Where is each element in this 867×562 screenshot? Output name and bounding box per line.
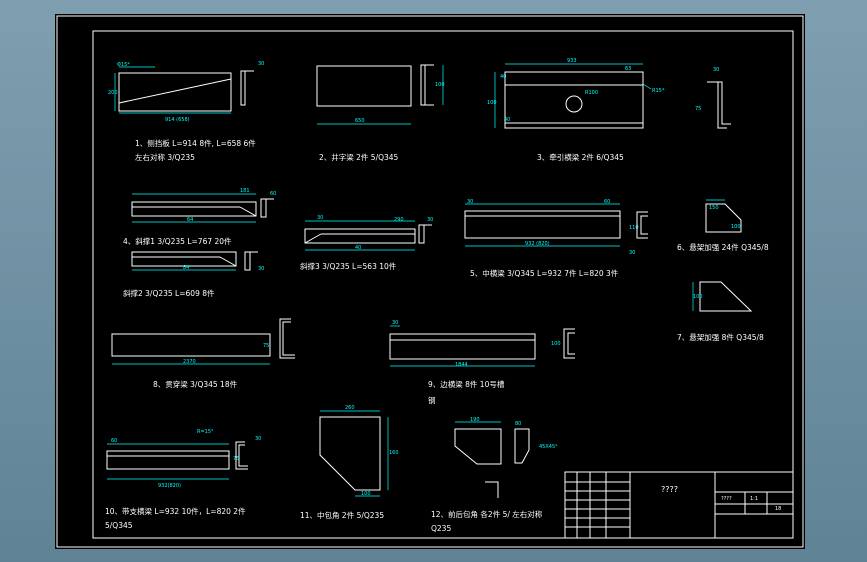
p11-dim-0: 260 bbox=[345, 405, 355, 411]
part-6-suspension-reinforce: 150 100 6、悬架加强 24件 Q345/8 bbox=[677, 199, 769, 252]
p3-dim-2: 40 bbox=[500, 74, 506, 80]
p-s3-dim-3: 30 bbox=[427, 217, 433, 223]
p4-dim-3: 84 bbox=[183, 265, 189, 271]
p3-dim-4: R15* bbox=[652, 88, 665, 94]
title-block-name: ???? bbox=[661, 485, 678, 494]
p12-label: 12、前后包角 各2件 5/ 左右对称 bbox=[431, 509, 543, 519]
p8-dim-1: 75 bbox=[263, 343, 269, 349]
p10-dim-0: R=15° bbox=[197, 429, 214, 435]
p5-dim-1: 932 (820) bbox=[525, 241, 550, 247]
title-block-cell-1: 1:1 bbox=[750, 496, 758, 502]
p12-dim-1: 80 bbox=[515, 421, 521, 427]
p4-label: 4、斜撑1 3/Q235 L=767 20件 bbox=[123, 236, 232, 246]
p4-dim-4: 30 bbox=[258, 266, 264, 272]
p9-label: 9、边横梁 8件 10号槽 bbox=[428, 379, 505, 389]
p11-dim-1: 160 bbox=[389, 450, 399, 456]
p3-label: 3、牵引横梁 2件 6/Q345 bbox=[537, 152, 624, 162]
p3-dim-0: 933 bbox=[567, 58, 577, 64]
p8-dim-0: 2370 bbox=[183, 359, 196, 365]
p1-label-2: 左右对称 3/Q235 bbox=[135, 152, 195, 162]
p10-dim-1: 932(820) bbox=[158, 483, 181, 489]
inner-frame bbox=[92, 30, 794, 539]
title-block: ???? ???? 1:1 18 bbox=[564, 471, 794, 539]
p12-dim-2: 45X45° bbox=[539, 444, 558, 450]
part-11-middle-corner: 260 160 100 11、中包角 2件 5/Q235 bbox=[300, 405, 399, 520]
p1-label: 1、侧挡板 L=914 8件, L=658 6件 bbox=[135, 138, 256, 148]
p7-dim-0: 100 bbox=[693, 294, 703, 300]
p1-dim-0: Φ15* bbox=[117, 62, 130, 68]
p5-label: 5、中横梁 3/Q345 L=932 7件 L=820 3件 bbox=[470, 268, 619, 278]
p1-dim-3: 914 (658) bbox=[165, 117, 190, 123]
p3-dim-6: 40 bbox=[504, 117, 510, 123]
title-block-cell-2: 18 bbox=[775, 506, 781, 512]
p2-label: 2、井字梁 2件 5/Q345 bbox=[319, 152, 399, 162]
part-9-side-beam: 1844 30 100 9、边横梁 8件 10号槽 钢 bbox=[389, 320, 575, 405]
p8-label: 8、贯穿梁 3/Q345 18件 bbox=[153, 379, 238, 389]
p9-dim-0: 1844 bbox=[455, 362, 468, 368]
p4-label-2: 斜撑2 3/Q235 L=609 8件 bbox=[123, 288, 215, 298]
p2-dim-0: 650 bbox=[355, 118, 365, 124]
p-s3-label: 斜撑3 3/Q235 L=563 10件 bbox=[300, 261, 397, 271]
outer-frame bbox=[56, 15, 804, 548]
p6-label: 6、悬架加强 24件 Q345/8 bbox=[677, 242, 769, 252]
p6-dim-0: 150 bbox=[709, 205, 719, 211]
p10-label-2: 5/Q345 bbox=[105, 521, 133, 530]
p10-dim-3: 30 bbox=[255, 436, 261, 442]
p9-dim-2: 100 bbox=[551, 341, 561, 347]
p1-dim-2: 200 bbox=[108, 90, 118, 96]
p2-dim-1: 100 bbox=[435, 82, 445, 88]
p3-dim-3: R100 bbox=[585, 90, 598, 96]
p4-dim-1: 64 bbox=[187, 217, 193, 223]
p3-dim-7: 30 bbox=[713, 67, 719, 73]
p5-dim-3: 110 bbox=[629, 225, 639, 231]
part-brace-3: 30 290 40 30 斜撑3 3/Q235 L=563 10件 bbox=[300, 215, 433, 271]
p9-dim-1: 30 bbox=[392, 320, 398, 326]
p-s3-dim-2: 40 bbox=[355, 245, 361, 251]
p4-dim-2: 60 bbox=[270, 191, 276, 197]
part-10-bracket-beam: R=15° 932(820) 60 30 75 10、带支横梁 L=932 10… bbox=[105, 429, 261, 530]
p-s3-dim-0: 30 bbox=[317, 215, 323, 221]
p6-dim-1: 100 bbox=[731, 224, 741, 230]
p7-label: 7、悬架加强 8件 Q345/8 bbox=[677, 332, 764, 342]
p5-dim-4: 30 bbox=[629, 250, 635, 256]
p11-dim-2: 100 bbox=[361, 491, 371, 497]
p4-dim-0: 181 bbox=[240, 188, 250, 194]
p12-label-2: Q235 bbox=[431, 524, 451, 533]
part-5-middle-beam: 30 932 (820) 60 110 30 5、中横梁 3/Q345 L=93… bbox=[464, 199, 648, 278]
p3-dim-8: 75 bbox=[695, 106, 701, 112]
part-1-side-baffle: Φ15* 30 200 914 (658) 1、侧挡板 L=914 8件, L=… bbox=[108, 61, 264, 162]
drawing-sheet: Φ15* 30 200 914 (658) 1、侧挡板 L=914 8件, L=… bbox=[55, 14, 805, 549]
p10-label: 10、带支横梁 L=932 10件，L=820 2件 bbox=[105, 506, 246, 516]
p9-label-2: 钢 bbox=[428, 395, 436, 405]
p5-dim-0: 30 bbox=[467, 199, 473, 205]
part-8-through-beam: 2370 75 8、贯穿梁 3/Q345 18件 bbox=[111, 318, 295, 389]
p10-dim-2: 60 bbox=[111, 438, 117, 444]
p-s3-dim-1: 290 bbox=[394, 217, 404, 223]
p12-dim-0: 190 bbox=[470, 417, 480, 423]
part-3-traction-beam: 933 63 40 R100 R15* 100 40 30 75 3、牵引横梁 … bbox=[487, 58, 731, 162]
p11-label: 11、中包角 2件 5/Q235 bbox=[300, 510, 384, 520]
title-block-cell-0: ???? bbox=[721, 496, 732, 502]
p3-dim-5: 100 bbox=[487, 100, 497, 106]
p10-dim-4: 75 bbox=[233, 456, 239, 462]
part-12-front-rear-corner: 190 80 45X45° 12、前后包角 各2件 5/ 左右对称 Q235 bbox=[431, 417, 558, 533]
part-2-cross-beam: 650 100 2、井字梁 2件 5/Q345 bbox=[316, 64, 445, 162]
p1-dim-1: 30 bbox=[258, 61, 264, 67]
p3-dim-1: 63 bbox=[625, 66, 631, 72]
p5-dim-2: 60 bbox=[604, 199, 610, 205]
part-7-suspension-reinforce: 100 7、悬架加强 8件 Q345/8 bbox=[677, 281, 764, 342]
part-4-braces: 181 64 60 4、斜撑1 3/Q235 L=767 20件 84 30 斜… bbox=[123, 188, 276, 298]
cad-drawing: Φ15* 30 200 914 (658) 1、侧挡板 L=914 8件, L=… bbox=[56, 15, 804, 548]
